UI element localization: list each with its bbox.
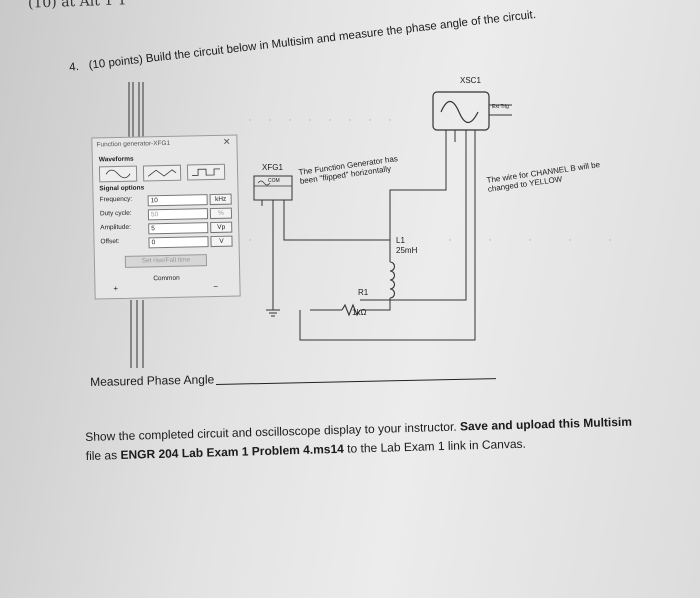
panel-title: Function generator-XFG1 xyxy=(96,139,171,149)
duty-cycle-unit: % xyxy=(209,207,233,220)
amplitude-unit[interactable]: Vp xyxy=(210,221,233,234)
scope-label: XSC1 xyxy=(460,76,481,85)
frequency-label: Frequency: xyxy=(99,195,133,204)
frequency-field[interactable]: 10 xyxy=(147,194,208,207)
frequency-unit[interactable]: kHz xyxy=(209,193,232,206)
set-rise-fall-button[interactable]: Set rise/Fall time xyxy=(124,254,208,268)
close-icon[interactable]: ✕ xyxy=(222,136,231,147)
inductor-value: 25mH xyxy=(396,246,418,255)
offset-label: Offset: xyxy=(100,237,120,246)
resistor-r1-symbol xyxy=(341,303,361,317)
measured-phase-angle-label: Measured Phase Angle xyxy=(90,372,215,389)
instructions-part3: file as xyxy=(85,448,118,463)
ext-trig-label: Ext Trig xyxy=(492,104,509,110)
sine-wave-button[interactable] xyxy=(98,165,138,183)
oscilloscope-xsc1 xyxy=(432,91,512,142)
waveforms-label: Waveforms xyxy=(98,155,134,164)
square-wave-button[interactable] xyxy=(186,163,226,181)
ground-symbol xyxy=(266,309,280,317)
amplitude-row: Amplitude: 5 Vp xyxy=(100,221,233,236)
frequency-row: Frequency: 10 kHz xyxy=(99,193,232,208)
function-generator-xfg1 xyxy=(253,175,293,206)
fg-com-label: COM xyxy=(268,178,280,184)
offset-unit[interactable]: V xyxy=(210,235,233,248)
duty-cycle-field[interactable]: 50 xyxy=(147,208,209,221)
plus-terminal: + xyxy=(113,284,119,294)
amplitude-label: Amplitude: xyxy=(100,223,131,232)
minus-terminal: − xyxy=(213,281,219,292)
fg-label: XFG1 xyxy=(262,163,283,172)
function-generator-panel: Function generator-XFG1 ✕ Waveforms Sign… xyxy=(91,134,241,300)
resistor-value: 1kΩ xyxy=(352,308,367,317)
inductor-name: L1 xyxy=(396,236,405,245)
common-label: Common xyxy=(153,274,180,283)
resistor-name: R1 xyxy=(358,288,369,297)
instructions-part4: to the Lab Exam 1 link in Canvas. xyxy=(346,436,527,456)
duty-cycle-row: Duty cycle: 50 % xyxy=(99,207,233,222)
triangle-wave-button[interactable] xyxy=(142,164,182,182)
offset-field[interactable]: 0 xyxy=(148,236,209,249)
duty-cycle-label: Duty cycle: xyxy=(99,209,132,218)
offset-row: Offset: 0 V xyxy=(100,235,233,250)
instructions-part2: Save and upload this Multisim xyxy=(459,414,633,434)
circuit-wires xyxy=(272,142,476,341)
amplitude-field[interactable]: 5 xyxy=(148,222,209,235)
inductor-l1-symbol xyxy=(389,261,396,299)
instructions-filename: ENGR 204 Lab Exam 1 Problem 4.ms14 xyxy=(120,441,345,463)
signal-options-label: Signal options xyxy=(99,184,145,193)
